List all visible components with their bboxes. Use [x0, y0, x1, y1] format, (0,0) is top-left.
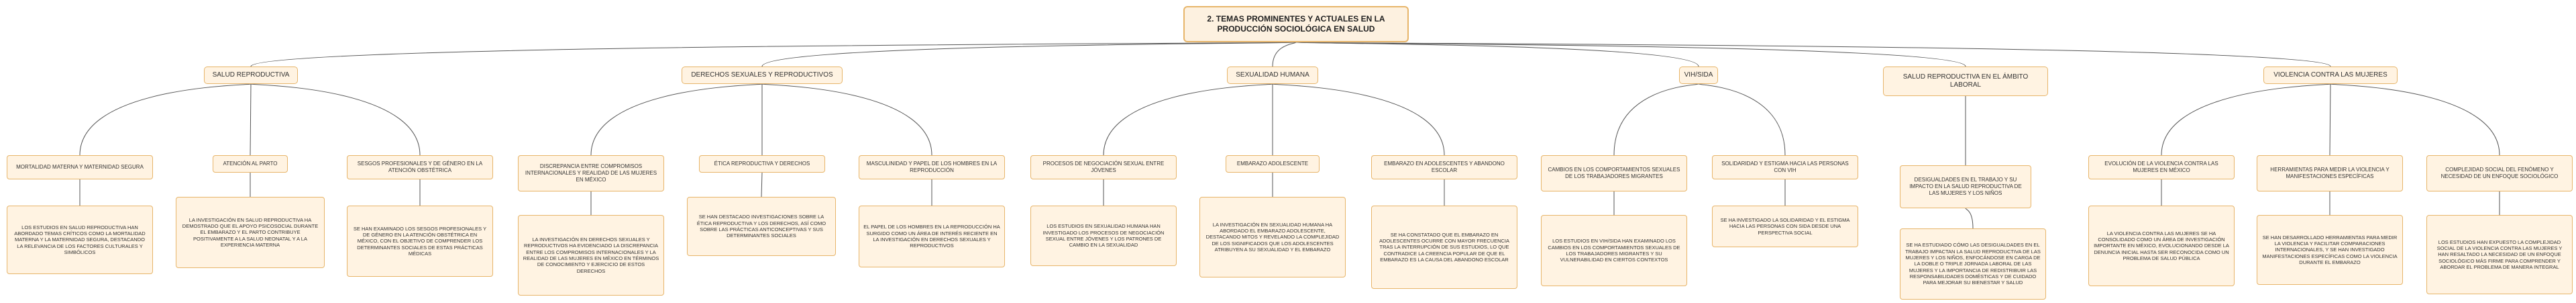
branch-salud-reproductiva: SALUD REPRODUCTIVA	[204, 67, 298, 84]
detail-trabajadores-migrantes: LOS ESTUDIOS EN VIH/SIDA HAN EXAMINADO L…	[1541, 215, 1687, 286]
connector-subtopic-evolucion-violencia	[2161, 83, 2331, 156]
connector-subtopic-negociacion-sexual	[1103, 83, 1273, 156]
connector-subtopic-complejidad-social	[2330, 83, 2500, 156]
detail-discrepancia-compromisos: LA INVESTIGACIÓN EN DERECHOS SEXUALES Y …	[518, 215, 664, 296]
detail-embarazo-adolescente: LA INVESTIGACIÓN EN SEXUALIDAD HUMANA HA…	[1199, 197, 1346, 277]
subtopic-trabajadores-migrantes: CAMBIOS EN LOS COMPORTAMIENTOS SEXUALES …	[1541, 155, 1687, 191]
connector-branch-vih-sida	[1295, 42, 1699, 67]
connector-subtopic-abandono-escolar	[1272, 83, 1445, 156]
connector-branch-sexualidad-humana	[1272, 42, 1297, 67]
subtopic-discrepancia-compromisos: DISCREPANCIA ENTRE COMPROMISOS INTERNACI…	[518, 155, 664, 191]
connector-subtopic-solidaridad-estigma	[1698, 83, 1786, 156]
branch-vih-sida: VIH/SIDA	[1679, 67, 1718, 84]
connector-subtopic-sesgos-profesionales	[250, 83, 421, 156]
branch-derechos-sexuales-reproductivos: DERECHOS SEXUALES Y REPRODUCTIVOS	[682, 67, 843, 84]
subtopic-sesgos-profesionales: SESGOS PROFESIONALES Y DE GÉNERO EN LA A…	[347, 155, 493, 179]
detail-mortalidad-materna: LOS ESTUDIOS EN SALUD REPRODUCTIVA HAN A…	[7, 206, 153, 274]
detail-masculinidad: EL PAPEL DE LOS HOMBRES EN LA REPRODUCCI…	[859, 206, 1005, 267]
detail-negociacion-sexual: LOS ESTUDIOS EN SEXUALIDAD HUMANA HAN IN…	[1030, 206, 1177, 266]
detail-solidaridad-estigma: SE HA INVESTIGADO LA SOLIDARIDAD Y EL ES…	[1712, 206, 1858, 247]
connector-branch-derechos-sexuales-reproductivos	[761, 42, 1297, 67]
detail-herramientas-medir: SE HAN DESARROLLADO HERRAMIENTAS PARA ME…	[2257, 215, 2403, 285]
subtopic-evolucion-violencia: EVOLUCIÓN DE LA VIOLENCIA CONTRA LAS MUJ…	[2088, 155, 2235, 179]
subtopic-masculinidad: MASCULINIDAD Y PAPEL DE LOS HOMBRES EN L…	[859, 155, 1005, 179]
connector-subtopic-mortalidad-materna	[79, 83, 252, 156]
connector-branch-violencia-mujeres	[1295, 42, 2331, 67]
subtopic-embarazo-adolescente: EMBARAZO ADOLESCENTE	[1226, 155, 1320, 173]
detail-desigualdades-trabajo: SE HA ESTUDIADO CÓMO LAS DESIGUALDADES E…	[1900, 228, 2046, 300]
detail-abandono-escolar: SE HA CONSTATADO QUE EL EMBARAZO EN ADOL…	[1371, 206, 1517, 289]
detail-evolucion-violencia: LA VIOLENCIA CONTRA LAS MUJERES SE HA CO…	[2088, 206, 2235, 286]
branch-sexualidad-humana: SEXUALIDAD HUMANA	[1227, 67, 1318, 84]
connector-subtopic-masculinidad	[761, 83, 932, 156]
subtopic-desigualdades-trabajo: DESIGUALDADES EN EL TRABAJO Y SU IMPACTO…	[1900, 165, 2031, 208]
subtopic-abandono-escolar: EMBARAZO EN ADOLESCENTES Y ABANDONO ESCO…	[1371, 155, 1517, 179]
root-topic: 2. TEMAS PROMINENTES Y ACTUALES EN LA PR…	[1183, 6, 1409, 42]
connector-detail-etica-reproductiva	[761, 172, 763, 198]
subtopic-atencion-parto: ATENCIÓN AL PARTO	[213, 155, 288, 173]
detail-etica-reproductiva: SE HAN DESTACADO INVESTIGACIONES SOBRE L…	[687, 197, 836, 256]
connector-subtopic-discrepancia-compromisos	[590, 83, 763, 156]
detail-atencion-parto: LA INVESTIGACIÓN EN SALUD REPRODUCTIVA H…	[176, 197, 325, 268]
detail-sesgos-profesionales: SE HAN EXAMINADO LOS SESGOS PROFESIONALE…	[347, 206, 493, 277]
branch-salud-ambito-laboral: SALUD REPRODUCTIVA EN EL ÁMBITO LABORAL	[1883, 67, 2048, 96]
subtopic-solidaridad-estigma: SOLIDARIDAD Y ESTIGMA HACIA LAS PERSONAS…	[1712, 155, 1858, 179]
detail-complejidad-social: LOS ESTUDIOS HAN EXPUESTO LA COMPLEJIDAD…	[2426, 215, 2573, 294]
subtopic-mortalidad-materna: MORTALIDAD MATERNA Y MATERNIDAD SEGURA	[7, 155, 153, 179]
connector-subtopic-trabajadores-migrantes	[1613, 83, 1699, 156]
branch-violencia-mujeres: VIOLENCIA CONTRA LAS MUJERES	[2263, 67, 2398, 84]
connector-detail-desigualdades-trabajo	[1965, 208, 1974, 229]
subtopic-complejidad-social: COMPLEJIDAD SOCIAL DEL FENÓMENO Y NECESI…	[2426, 155, 2573, 191]
subtopic-etica-reproductiva: ÉTICA REPRODUCTIVA Y DERECHOS	[699, 155, 825, 173]
subtopic-herramientas-medir: HERRAMIENTAS PARA MEDIR LA VIOLENCIA Y M…	[2257, 155, 2403, 191]
connector-branch-salud-reproductiva	[250, 42, 1297, 67]
connector-branch-salud-ambito-laboral	[1295, 42, 1966, 67]
connector-subtopic-atencion-parto	[250, 83, 252, 156]
subtopic-negociacion-sexual: PROCESOS DE NEGOCIACIÓN SEXUAL ENTRE JÓV…	[1030, 155, 1177, 179]
